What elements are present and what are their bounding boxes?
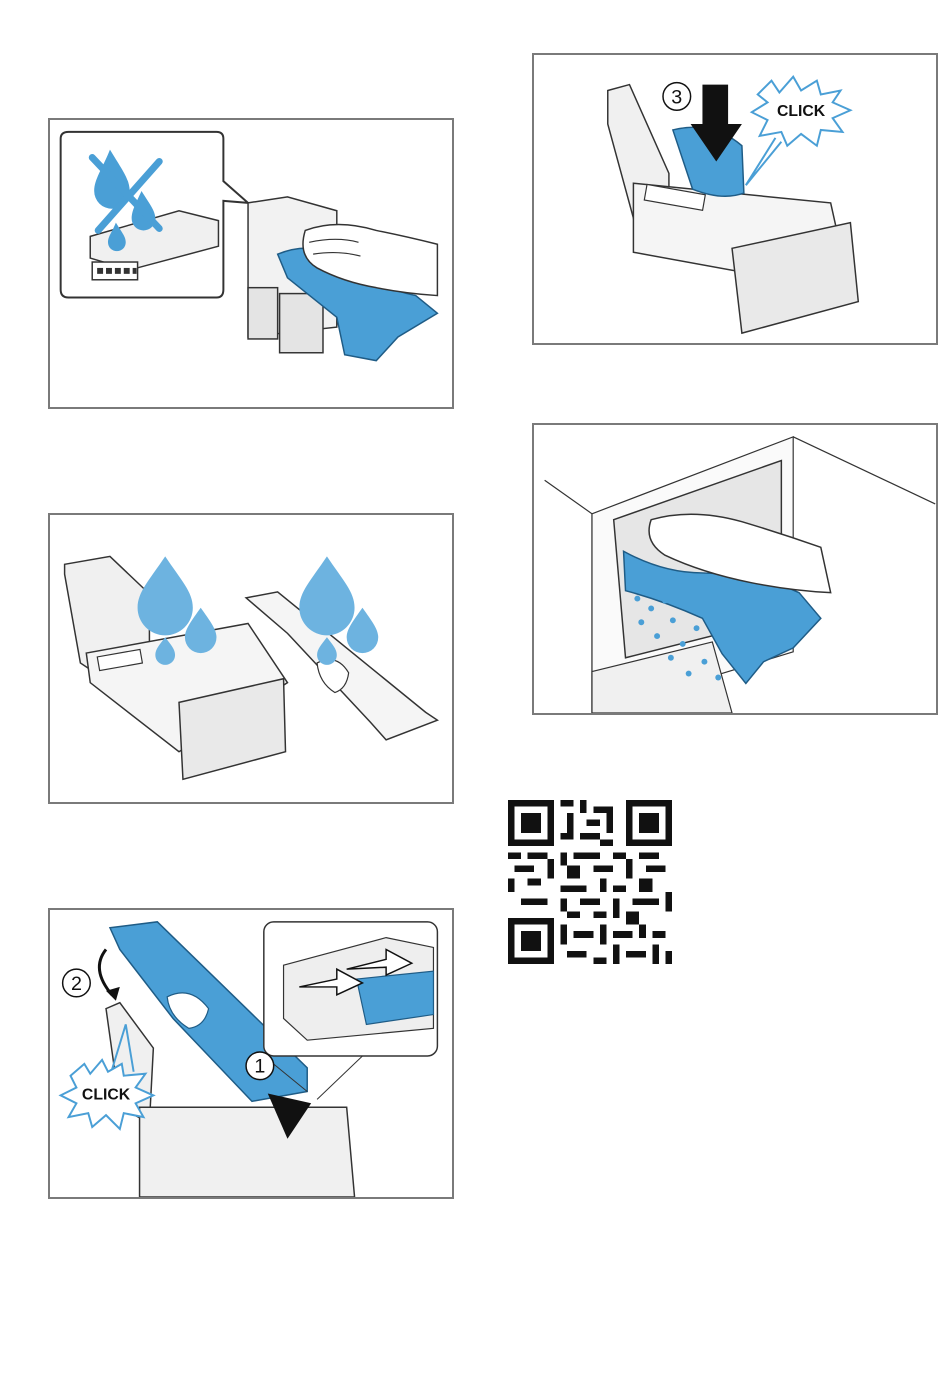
click-label-3: CLICK xyxy=(777,103,826,120)
figure-rinse-drawer xyxy=(48,513,454,804)
step-3-number: 3 xyxy=(671,86,682,108)
step-1-number: 1 xyxy=(254,1056,265,1078)
figure-wipe-housing-dry xyxy=(48,118,454,409)
figure-wipe-recess xyxy=(532,423,938,715)
figure-wipe-recess-illustration xyxy=(534,425,936,713)
figure-insert-reassembly: 2 1 CLICK xyxy=(48,908,454,1199)
step-2-number: 2 xyxy=(71,973,82,995)
figure-rinse-drawer-illustration xyxy=(50,515,452,802)
figure-wipe-housing-dry-illustration xyxy=(50,120,452,407)
figure-insert-press-down-illustration: 3 CLICK xyxy=(534,55,936,343)
figure-insert-reassembly-illustration: 2 1 CLICK xyxy=(50,910,452,1197)
figure-insert-press-down: 3 CLICK xyxy=(532,53,938,345)
qr-code-graphic xyxy=(508,800,672,964)
qr-code-icon xyxy=(508,800,672,964)
click-label-1: CLICK xyxy=(82,1086,131,1103)
